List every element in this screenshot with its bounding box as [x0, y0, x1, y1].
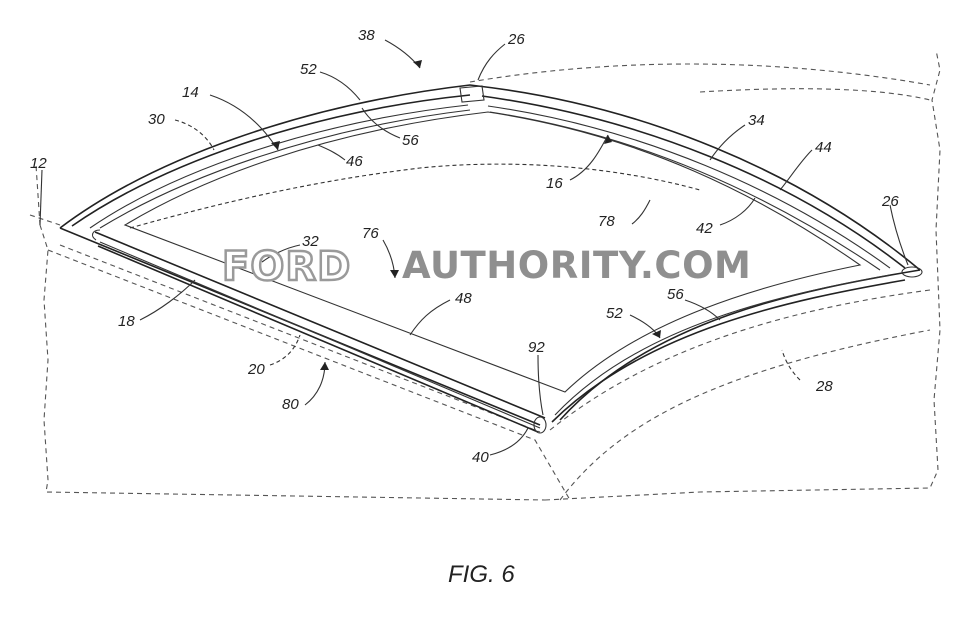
ref-26-top: 26	[507, 31, 525, 48]
ref-56-top: 56	[402, 132, 419, 149]
figure-caption: FIG. 6	[448, 561, 515, 588]
ref-16: 16	[546, 175, 563, 192]
ref-30: 30	[148, 111, 165, 128]
ref-44: 44	[815, 139, 832, 156]
watermark-domain: AUTHORITY.COM	[402, 244, 751, 287]
arrowheads	[271, 60, 661, 370]
ref-42: 42	[696, 220, 713, 237]
ref-46: 46	[346, 153, 363, 170]
ref-48: 48	[455, 290, 472, 307]
ref-92: 92	[528, 339, 545, 356]
roof-panel-assembly	[59, 84, 923, 434]
ref-56-right: 56	[667, 286, 684, 303]
ref-12: 12	[30, 155, 47, 172]
ref-78: 78	[598, 213, 615, 230]
ref-80: 80	[282, 396, 299, 413]
ref-32: 32	[302, 233, 319, 250]
ref-40: 40	[472, 449, 489, 466]
ref-52-top: 52	[300, 61, 317, 78]
ref-76: 76	[362, 225, 379, 242]
ref-34: 34	[748, 112, 765, 129]
ref-28: 28	[815, 378, 833, 395]
watermark-brand: FORD	[222, 244, 351, 290]
ref-52-right: 52	[606, 305, 623, 322]
ref-26-right: 26	[881, 193, 899, 210]
ref-14: 14	[182, 84, 199, 101]
reference-numerals: 38 26 52 14 30 56 46 12 16 34 44 78 42 2…	[30, 27, 899, 466]
watermark: FORD AUTHORITY.COM	[221, 243, 751, 292]
ref-18: 18	[118, 313, 135, 330]
ref-20: 20	[247, 361, 265, 378]
vehicle-body-outline	[29, 49, 941, 501]
ref-38: 38	[358, 27, 375, 44]
